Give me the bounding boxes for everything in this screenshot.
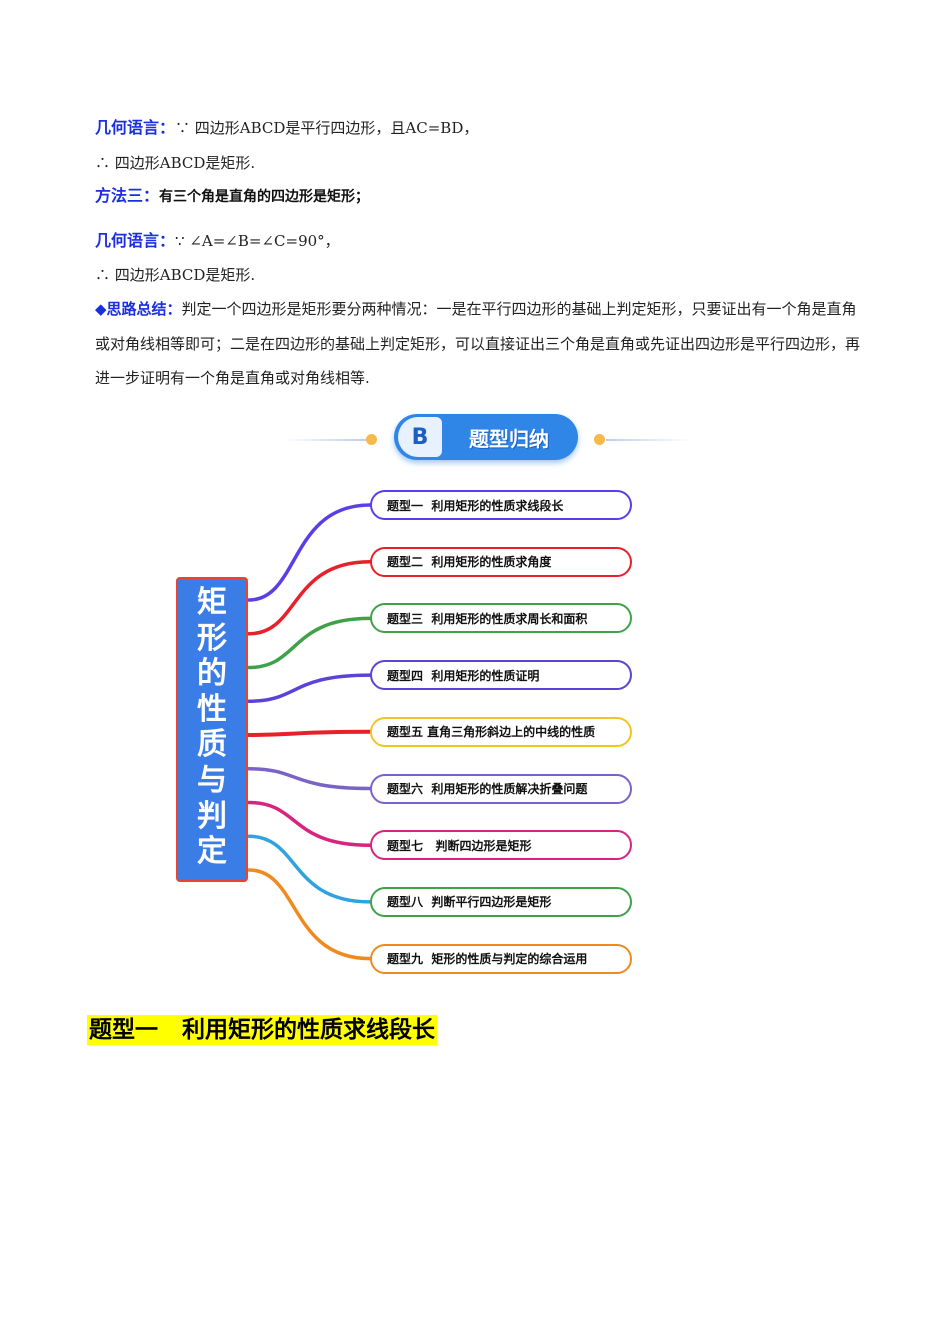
branch-connector [247,729,372,737]
mindmap-branch-item: 题型四 利用矩形的性质证明 [370,660,632,691]
branch-connector [247,800,372,847]
center-char: 与 [197,762,227,798]
mindmap-branch-item: 题型五 直角三角形斜边上的中线的性质 [370,716,632,747]
branch-connector [247,673,372,703]
branch-connector [247,834,372,904]
mindmap-branch-item: 题型七 判断四边形是矩形 [370,830,632,861]
mindmap-branch-item: 题型六 利用矩形的性质解决折叠问题 [370,773,632,804]
line-geometric-language-1: 几何语言：∵ 四边形ABCD是平行四边形，且AC=BD， [95,118,478,138]
banner-title: 题型归纳 [469,426,549,451]
center-char: 的 [197,656,227,692]
summary-paragraph: ◆思路总结：判定一个四边形是矩形要分两种情况：一是在平行四边形的基础上判定矩形，… [95,292,860,396]
center-char: 判 [197,798,227,834]
branch-connector [247,767,372,791]
mindmap-branch-item: 题型八 判断平行四边形是矩形 [370,886,632,917]
branch-connector [247,868,372,961]
branch-connector [247,616,372,670]
banner-right-dot [594,434,605,445]
geometric-language-label: 几何语言： [95,118,176,137]
line-conclusion-2: ∴ 四边形ABCD是矩形. [95,265,255,285]
center-char: 定 [197,834,227,870]
branch-connector [247,559,372,636]
mindmap-branch-item: 题型二 利用矩形的性质求角度 [370,546,632,577]
line-text: ∵ ∠A=∠B=∠C=90°， [175,232,340,250]
line-text: ∵ 四边形ABCD是平行四边形，且AC=BD， [175,119,479,137]
banner-left-rule [282,439,366,441]
banner-left-dot [366,434,377,445]
line-text: ∴ 四边形ABCD是矩形. [95,266,256,284]
mindmap-center-node: 矩形的性质与判定 [176,577,248,882]
line-text: ∴ 四边形ABCD是矩形. [95,154,256,172]
mindmap-center-title: 矩形的性质与判定 [178,585,246,870]
center-char: 矩 [197,585,227,620]
geometric-language-label: 几何语言： [95,231,176,250]
center-char: 形 [197,620,227,656]
banner-badge: B [398,417,442,457]
method-three-label: 方法三： [95,186,160,205]
center-char: 质 [197,727,227,763]
mindmap-branch-item: 题型三 利用矩形的性质求周长和面积 [370,603,632,634]
section-title: 题型一 利用矩形的性质求线段长 [87,1015,438,1045]
mindmap-branch-item: 题型九 矩形的性质与判定的综合运用 [370,943,632,974]
line-method-three: 方法三：有三个角是直角的四边形是矩形； [95,186,369,207]
center-char: 性 [197,691,227,727]
summary-text: 判定一个四边形是矩形要分两种情况：一是在平行四边形的基础上判定矩形，只要证出有一… [95,300,861,387]
summary-label: ◆思路总结： [95,300,182,318]
line-geometric-language-2: 几何语言：∵ ∠A=∠B=∠C=90°， [95,231,340,251]
mindmap-branch-item: 题型一 利用矩形的性质求线段长 [370,490,632,520]
method-three-text: 有三个角是直角的四边形是矩形； [159,189,370,205]
line-conclusion-1: ∴ 四边形ABCD是矩形. [95,153,255,173]
banner-right-rule [606,439,690,441]
mindmap-connectors [247,503,372,961]
branch-connector [247,503,372,602]
